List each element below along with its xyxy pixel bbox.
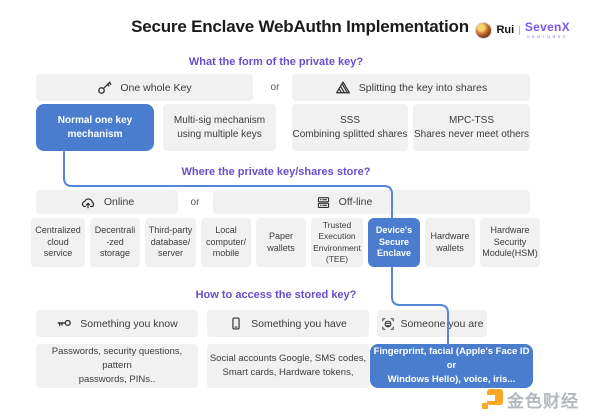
key-left-icon	[57, 319, 72, 327]
node-mpc-tss: MPC-TSS Shares never meet others	[413, 104, 530, 151]
option-one-whole-key: One whole Key	[36, 74, 253, 101]
smartphone-icon	[232, 317, 240, 330]
jinse-logo-icon	[482, 389, 503, 410]
author-name: Rui	[496, 24, 515, 36]
face-scan-icon	[381, 317, 394, 330]
node-centralized-cloud: Centralized cloud service	[31, 218, 85, 267]
option-something-you-have: Something you have	[207, 310, 369, 337]
or-label-store: or	[190, 196, 200, 208]
jinse-watermark: 金色财经	[482, 387, 579, 412]
option-online: Online	[36, 190, 178, 214]
node-biometrics: Fingerprint, facial (Apple's Face ID or …	[370, 344, 533, 388]
question-where-stored: Where the private key/shares store?	[181, 166, 371, 178]
watermark-text: 金色财经	[507, 392, 579, 412]
question-form-of-key: What the form of the private key?	[188, 56, 364, 68]
question-how-access: How to access the stored key?	[195, 289, 357, 301]
node-passwords: Passwords, security questions, pattern p…	[36, 344, 198, 388]
option-someone-you-are: Someone you are	[377, 310, 487, 337]
option-label: Something you have	[251, 317, 347, 330]
cloud-upload-icon	[81, 197, 94, 208]
option-label: One whole Key	[120, 81, 192, 94]
node-tee: Trusted Execution Environment (TEE)	[311, 218, 363, 267]
server-stack-icon	[317, 196, 329, 208]
option-label: Something you know	[80, 317, 178, 330]
node-hsm: Hardware Security Module(HSM)	[480, 218, 540, 267]
sevenx-logo: SevenX VENTURES	[525, 21, 570, 39]
node-sss: SSS Combining splitted shares	[292, 104, 408, 151]
option-offline: Off-line	[213, 190, 530, 214]
logo-separator: |	[518, 24, 521, 36]
author-logo: Rui | SevenX VENTURES	[475, 21, 570, 39]
split-triangle-icon	[335, 81, 350, 94]
option-label: Someone you are	[400, 317, 484, 330]
key-icon	[98, 81, 112, 94]
option-label: Off-line	[338, 196, 373, 208]
brand-subtext: VENTURES	[526, 34, 568, 39]
node-decentralized-storage: Decentrali -zed storage	[90, 218, 140, 267]
node-multisig: Multi-sig mechanism using multiple keys	[163, 104, 276, 151]
node-third-party-database: Third-party database/ server	[145, 218, 196, 267]
node-normal-one-key: Normal one key mechanism	[36, 104, 154, 151]
option-splitting-key: Splitting the key into shares	[292, 74, 530, 101]
node-social-accounts: Social accounts Google, SMS codes, Smart…	[207, 344, 369, 388]
brand-name: SevenX	[524, 20, 570, 34]
node-hardware-wallets: Hardware wallets	[425, 218, 475, 267]
option-label: Splitting the key into shares	[358, 81, 488, 94]
page-title: Secure Enclave WebAuthn Implementation	[131, 17, 469, 36]
node-paper-wallets: Paper wallets	[256, 218, 306, 267]
or-label-form: or	[270, 82, 280, 93]
avatar	[475, 21, 493, 39]
option-something-you-know: Something you know	[36, 310, 198, 337]
option-label: Online	[103, 196, 135, 208]
node-local-computer: Local computer/ mobile	[201, 218, 251, 267]
node-secure-enclave: Device's Secure Enclave	[368, 218, 420, 267]
